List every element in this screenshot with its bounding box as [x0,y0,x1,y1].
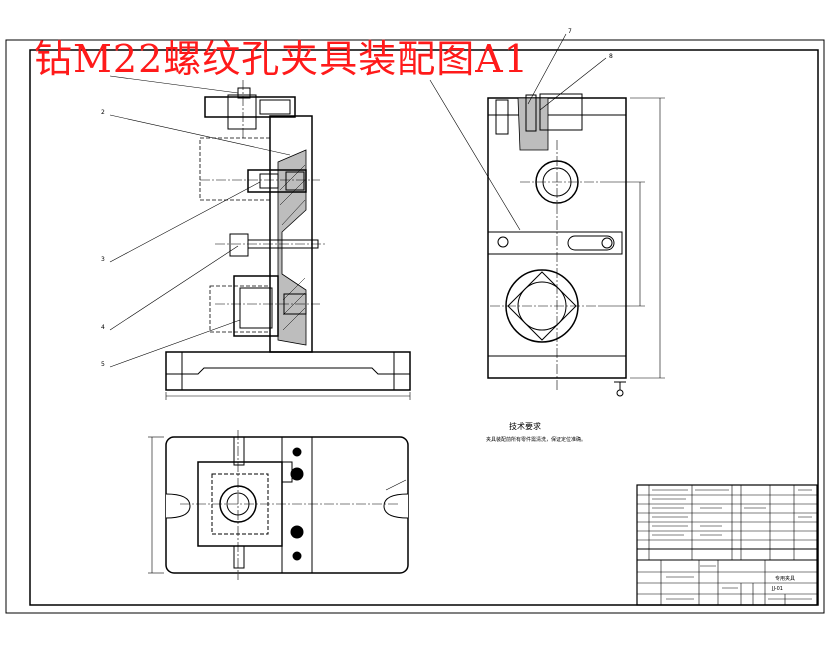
drawing-title: 钻M22螺纹孔夹具装配图A1 [34,37,529,81]
technical-requirements-heading: 技术要求 [509,422,541,431]
side-view [429,33,665,397]
title-block-part-name: 专用夹具 [775,576,796,582]
side-balloons: 7 8 [568,28,613,60]
balloon-8: 8 [609,53,613,60]
technical-requirements-text: 夹具装配前所有零件需清洗，保证定位准确。 [486,437,587,443]
title-block-drawing-no: JJ-01 [772,586,783,592]
balloon-4: 4 [101,324,105,331]
top-view [148,430,409,580]
balloon-5: 5 [101,361,105,368]
front-view [109,75,411,400]
balloon-7: 7 [568,28,572,35]
outer-frame [5,39,825,614]
front-balloons: 2 3 4 5 [101,109,105,368]
title-block [636,484,818,606]
balloon-3: 3 [101,256,105,263]
balloon-2: 2 [101,109,105,116]
inner-frame [29,49,819,606]
